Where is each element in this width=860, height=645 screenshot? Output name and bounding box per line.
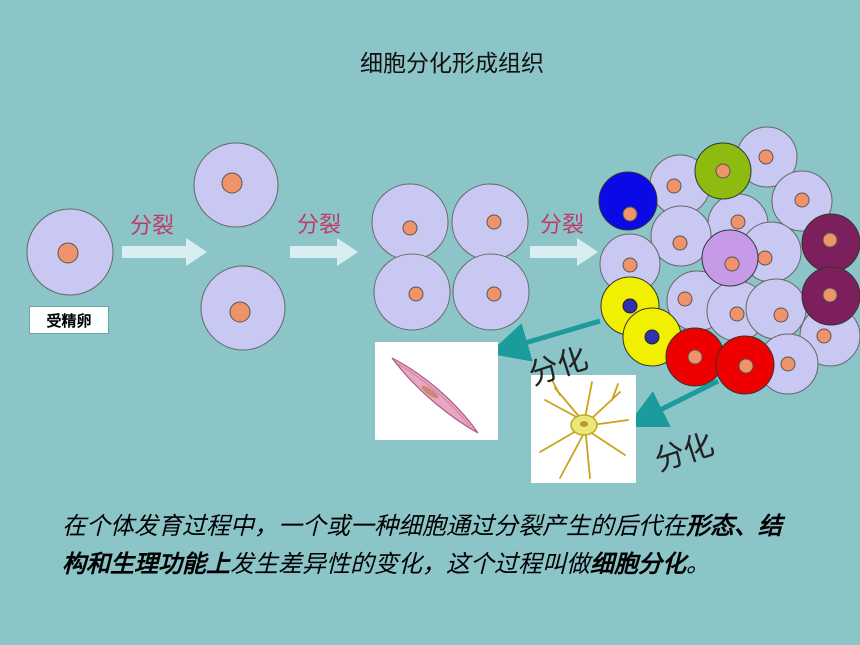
split-arrow-2 xyxy=(290,238,358,266)
split-label-2: 分裂 xyxy=(297,213,342,238)
differentiate-arrow-2 xyxy=(626,378,720,427)
four-cell-stage xyxy=(371,183,530,331)
fertilized-egg-label: 受精卵 xyxy=(29,306,109,334)
cell-cluster xyxy=(598,126,860,395)
fertilized-egg-cell xyxy=(26,208,114,296)
split-label-3: 分裂 xyxy=(540,213,585,238)
caption-text-1: 在个体发育过程中，一个或一种细胞通过分裂产生的后代在 xyxy=(62,512,686,540)
neuron-cell-image xyxy=(531,375,636,483)
definition-caption: 在个体发育过程中，一个或一种细胞通过分裂产生的后代在形态、结构和生理功能上发生差… xyxy=(62,507,802,583)
caption-text-2: 发生差异性的变化，这个过程叫做 xyxy=(230,550,590,578)
diagram-title: 细胞分化形成组织 xyxy=(360,51,544,77)
caption-emphasis-1: 形态、结构和生理功能上 xyxy=(62,512,782,578)
split-arrow-1 xyxy=(122,238,207,266)
split-label-1: 分裂 xyxy=(130,214,175,239)
muscle-cell-image xyxy=(375,342,498,440)
two-cell-stage xyxy=(193,142,286,351)
caption-emphasis-2: 细胞分化 xyxy=(590,550,686,578)
differentiate-arrow-1 xyxy=(488,318,601,362)
caption-end: 。 xyxy=(686,550,710,578)
split-arrow-3 xyxy=(530,238,598,266)
